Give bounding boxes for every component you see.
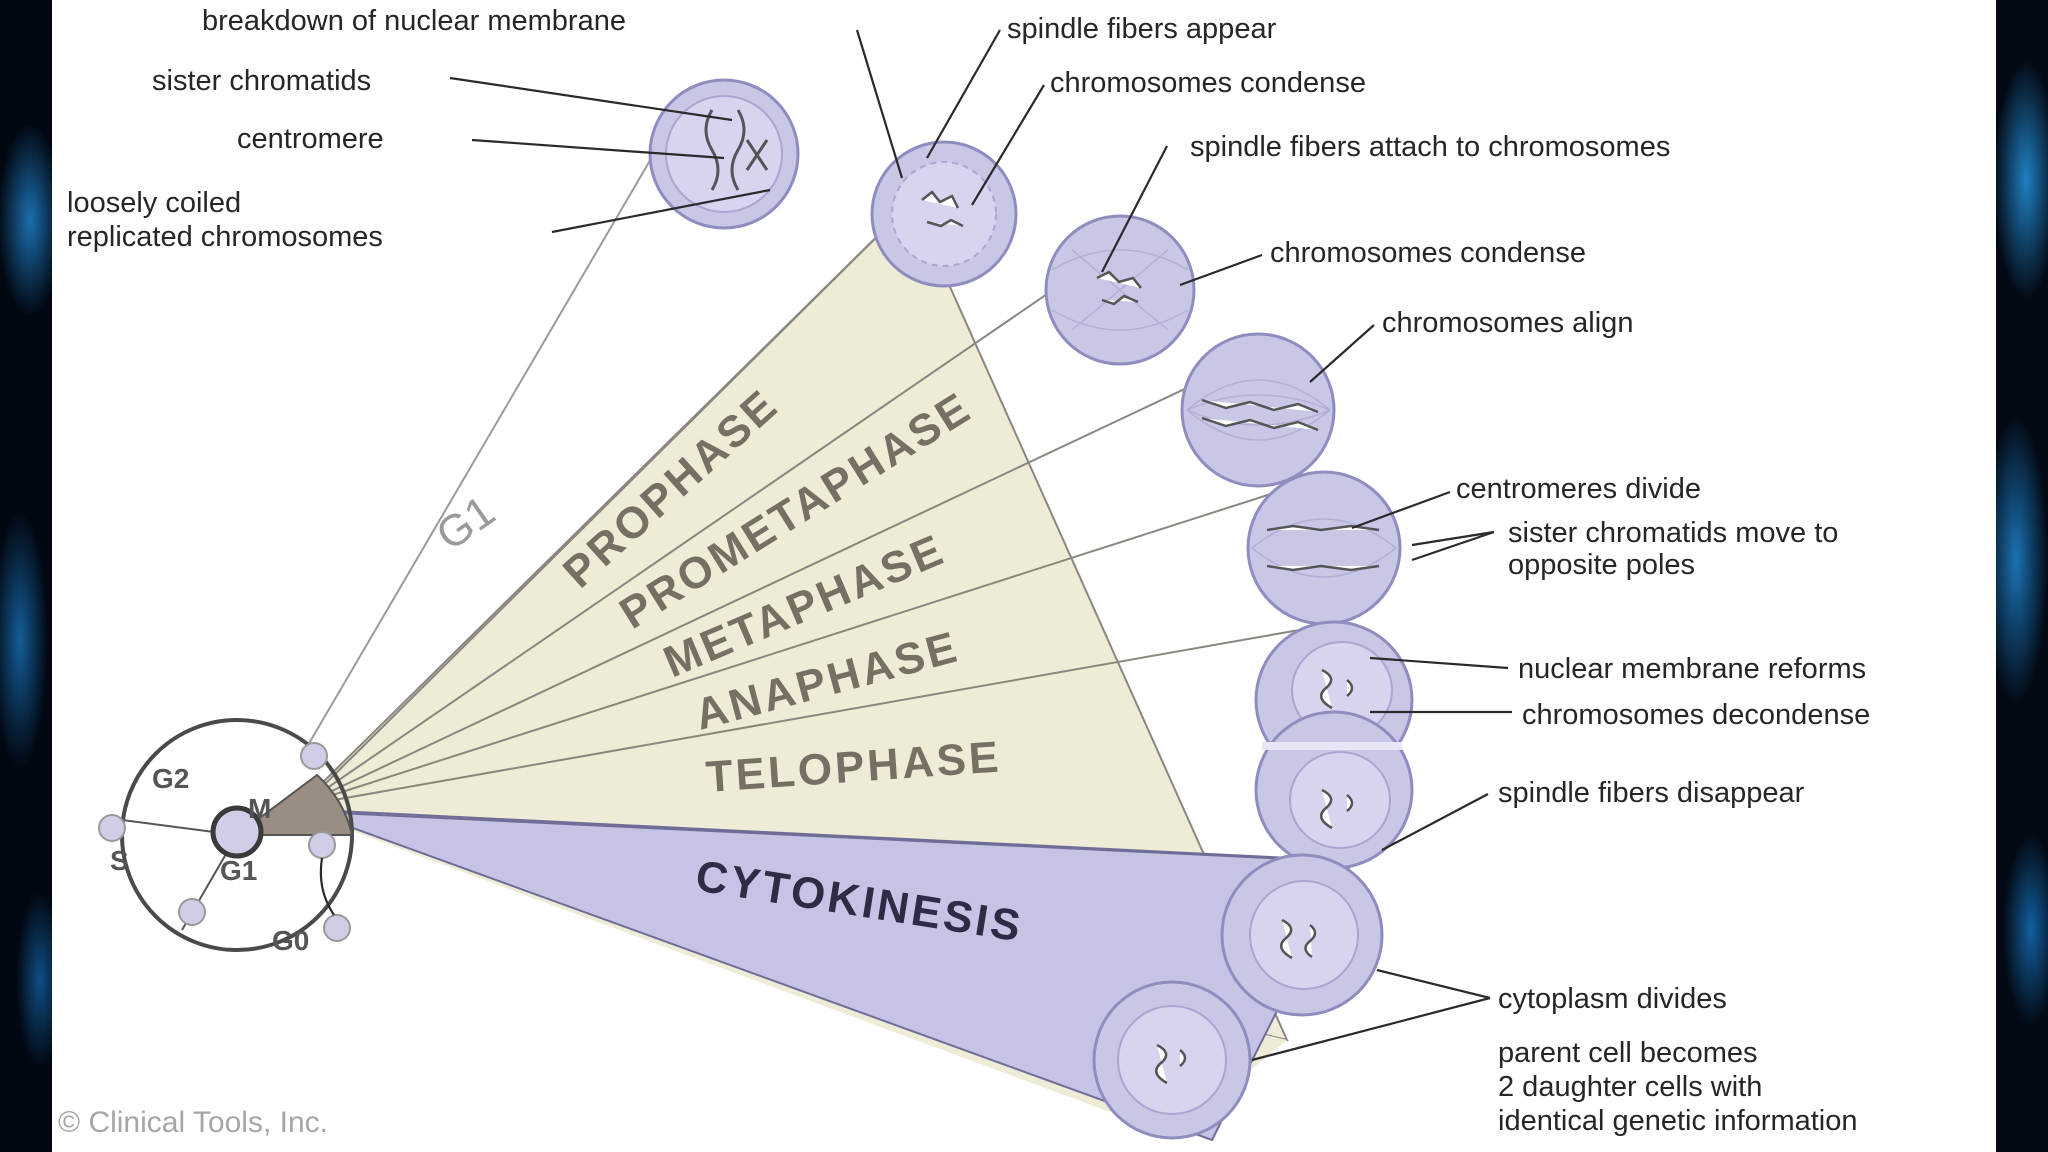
- metaphase-cell: [1180, 332, 1336, 488]
- prometaphase-cell: [1044, 214, 1196, 366]
- cycle-marker: [308, 831, 336, 859]
- daughter-cell-lower: [1092, 980, 1252, 1140]
- opposite-poles-label: opposite poles: [1508, 549, 1695, 581]
- daughter-cell-upper: [1220, 853, 1384, 1017]
- anaphase-boundary: [316, 483, 1303, 801]
- prophase-cell: [870, 140, 1018, 288]
- sister-move-label: sister chromatids move to: [1508, 517, 1838, 549]
- prophase-boundary: [316, 201, 913, 793]
- cycle-marker: [300, 742, 328, 770]
- chromosomes-condense-label-2: chromosomes condense: [1270, 237, 1586, 269]
- loosely-coiled-label: loosely coiled: [67, 187, 241, 219]
- chromosomes-condense-label: chromosomes condense: [1050, 67, 1366, 99]
- chromosomes-decondense-label: chromosomes decondense: [1522, 699, 1870, 731]
- sister-chromatids-label: sister chromatids: [152, 65, 371, 97]
- chromosomes-align-label: chromosomes align: [1382, 307, 1633, 339]
- cell-cycle-diagram: G2 M S G1 G0: [98, 718, 354, 956]
- g0-arrow: [319, 857, 335, 916]
- mitosis-slide: G1 PROPHASE PROMETAPHASE METAPHASE ANAPH…: [52, 0, 1996, 1152]
- spindle-appear-label: spindle fibers appear: [1007, 13, 1277, 45]
- pointer-lines: [449, 29, 1512, 1062]
- telophase-boundary: [316, 625, 1323, 804]
- replicated-chromosomes-label: replicated chromosomes: [67, 221, 383, 253]
- centromeres-divide-label: centromeres divide: [1456, 473, 1701, 505]
- cytoplasm-divides-label: cytoplasm divides: [1498, 983, 1727, 1015]
- spindle-attach-label: spindle fibers attach to chromosomes: [1190, 131, 1670, 163]
- cycle-marker: [178, 898, 206, 926]
- cytokinesis-boundary: [316, 809, 1333, 861]
- m-phase-segment: [234, 773, 354, 836]
- daughter-cells-label: 2 daughter cells with: [1498, 1071, 1762, 1103]
- g0-marker: [323, 914, 351, 942]
- g1-boundary-line: [303, 139, 663, 753]
- g0-label: G0: [272, 925, 309, 956]
- cycle-marker: [98, 814, 126, 842]
- nuclear-reforms-label: nuclear membrane reforms: [1518, 653, 1866, 685]
- centromere-label: centromere: [237, 123, 384, 155]
- g2-label: G2: [152, 763, 189, 794]
- left-background-edge: [0, 0, 52, 1152]
- spindle-disappear-label: spindle fibers disappear: [1498, 777, 1805, 809]
- anaphase-cell: [1246, 470, 1402, 626]
- copyright-label: © Clinical Tools, Inc.: [58, 1106, 328, 1139]
- parent-cell-label: parent cell becomes: [1498, 1037, 1758, 1069]
- g1-ghost-label: G1: [428, 486, 504, 560]
- prometaphase-boundary: [316, 269, 1083, 796]
- metaphase-boundary: [316, 361, 1243, 799]
- s-label: S: [110, 845, 129, 876]
- genetic-information-label: identical genetic information: [1498, 1105, 1857, 1137]
- right-background-edge: [1996, 0, 2048, 1152]
- cycle-center-cell: [210, 805, 264, 859]
- g1-cycle-label: G1: [220, 855, 257, 886]
- mitosis-diagram: G1 PROPHASE PROMETAPHASE METAPHASE ANAPH…: [58, 5, 1870, 1142]
- breakdown-label: breakdown of nuclear membrane: [202, 5, 626, 37]
- m-label: M: [248, 793, 271, 824]
